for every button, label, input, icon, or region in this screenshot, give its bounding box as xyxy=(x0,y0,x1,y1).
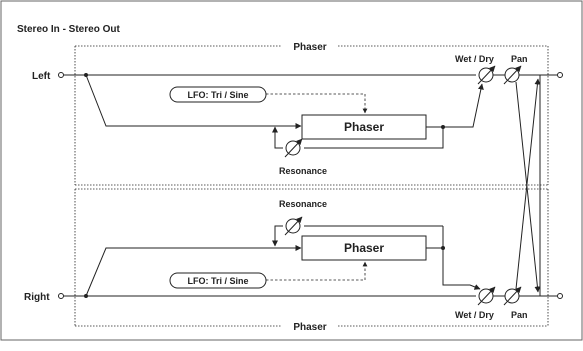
right-input-label: Right xyxy=(24,292,50,303)
top-pan-label: Pan xyxy=(511,54,528,64)
top-wetdry-label: Wet / Dry xyxy=(455,54,494,64)
bottom-lfo-mod-line xyxy=(266,261,368,281)
top-lfo-label: LFO: Tri / Sine xyxy=(187,90,248,100)
bottom-wetdry-knob[interactable] xyxy=(477,286,496,306)
bottom-resonance-knob[interactable] xyxy=(284,216,303,236)
top-wetdry-knob[interactable] xyxy=(477,65,496,85)
outer-frame xyxy=(0,0,583,341)
bottom-feedback-return xyxy=(272,225,283,247)
left-to-phaser-line xyxy=(85,74,302,129)
left-input-jack xyxy=(58,72,64,78)
top-pan-knob[interactable] xyxy=(503,65,522,85)
bottom-lfo-pill xyxy=(169,272,267,289)
top-section-title: Phaser xyxy=(293,42,326,53)
bottom-pan-label: Pan xyxy=(511,310,528,320)
top-feedback-return xyxy=(272,126,283,149)
right-input-jack xyxy=(58,293,64,299)
top-phaser-box xyxy=(301,114,427,140)
bottom-phaser-label: Phaser xyxy=(344,241,384,255)
top-lfo-mod-line xyxy=(266,93,368,114)
top-feedback-line xyxy=(304,127,444,149)
top-lfo-pill xyxy=(169,86,267,103)
top-section-frame xyxy=(74,45,549,186)
pan-cross-right-to-left xyxy=(515,78,541,290)
bottom-section-title: Phaser xyxy=(293,322,326,333)
bottom-section-frame xyxy=(74,188,549,327)
top-phaser-label: Phaser xyxy=(344,120,384,134)
bottom-phaser-box xyxy=(301,235,427,261)
top-resonance-knob[interactable] xyxy=(284,138,303,158)
bottom-pan-knob[interactable] xyxy=(503,286,522,306)
right-output-jack xyxy=(557,293,563,299)
top-resonance-label: Resonance xyxy=(279,166,327,176)
diagram-title: Stereo In - Stereo Out xyxy=(17,24,120,35)
top-wet-line xyxy=(443,83,484,128)
bottom-wetdry-label: Wet / Dry xyxy=(455,310,494,320)
left-output-jack xyxy=(557,72,563,78)
bottom-resonance-label: Resonance xyxy=(279,199,327,209)
left-input-label: Left xyxy=(32,71,51,82)
bottom-lfo-label: LFO: Tri / Sine xyxy=(187,276,248,286)
right-to-phaser-line xyxy=(85,245,302,297)
bottom-wet-line xyxy=(442,248,481,290)
